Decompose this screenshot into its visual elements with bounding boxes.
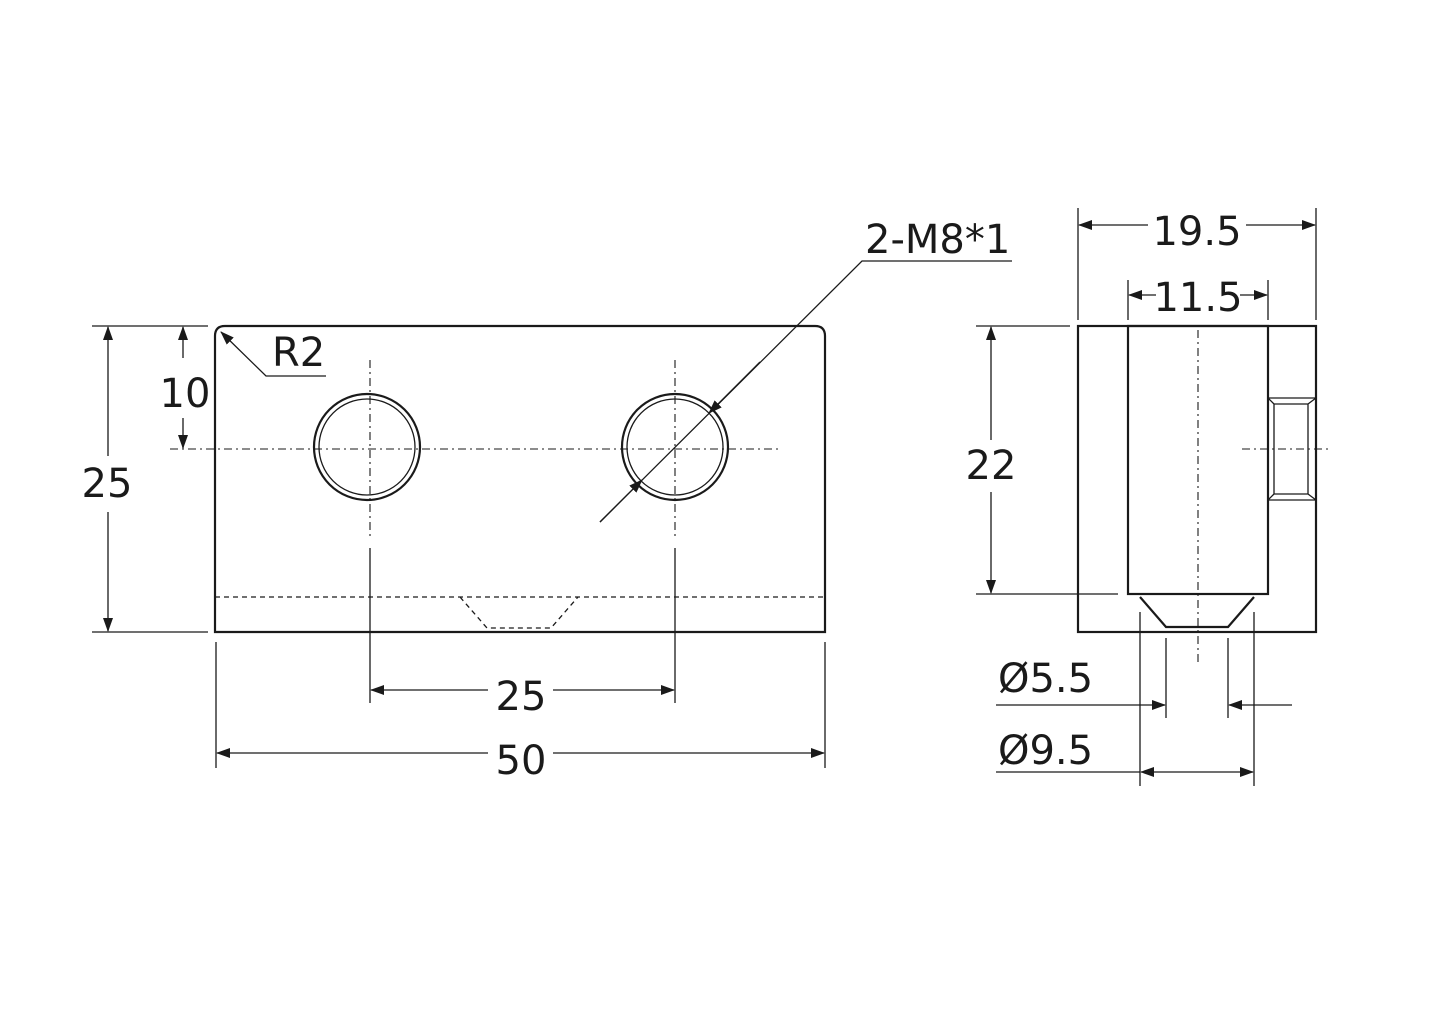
side-threaded-hole	[1267, 397, 1317, 501]
dim-side-width-label: 19.5	[1152, 209, 1241, 255]
radius-leader	[220, 331, 326, 377]
dim-hole-spacing-label: 25	[496, 674, 547, 720]
front-view: 25 10 R2 2-M8*1 25 50	[82, 217, 1012, 784]
hole-left-inner	[318, 398, 416, 496]
dim-slot-height-label: 22	[966, 443, 1017, 489]
thread-callout-arrow-a	[708, 361, 761, 414]
hole-left-outer	[312, 392, 422, 502]
side-body-outline	[1076, 324, 1318, 634]
thread-callout-arrow-b	[599, 479, 643, 523]
dim-width-total-label: 50	[496, 738, 547, 784]
front-hidden-countersink	[459, 596, 579, 629]
dim-slot-width-label: 11.5	[1153, 275, 1242, 321]
side-countersink	[1139, 596, 1255, 629]
dim-hole-offset-label: 10	[160, 371, 211, 417]
radius-label: R2	[272, 330, 325, 376]
thread-callout-label: 2-M8*1	[865, 217, 1010, 263]
dim-large-diameter-label: Ø9.5	[998, 728, 1093, 774]
side-view: 19.5 11.5 22 Ø5.5 Ø9.5	[966, 208, 1330, 786]
thread-callout-leader	[599, 260, 1012, 523]
front-body-outline	[213, 324, 827, 634]
dim-small-diameter-label: Ø5.5	[998, 656, 1093, 702]
dim-height-total-label: 25	[82, 461, 133, 507]
